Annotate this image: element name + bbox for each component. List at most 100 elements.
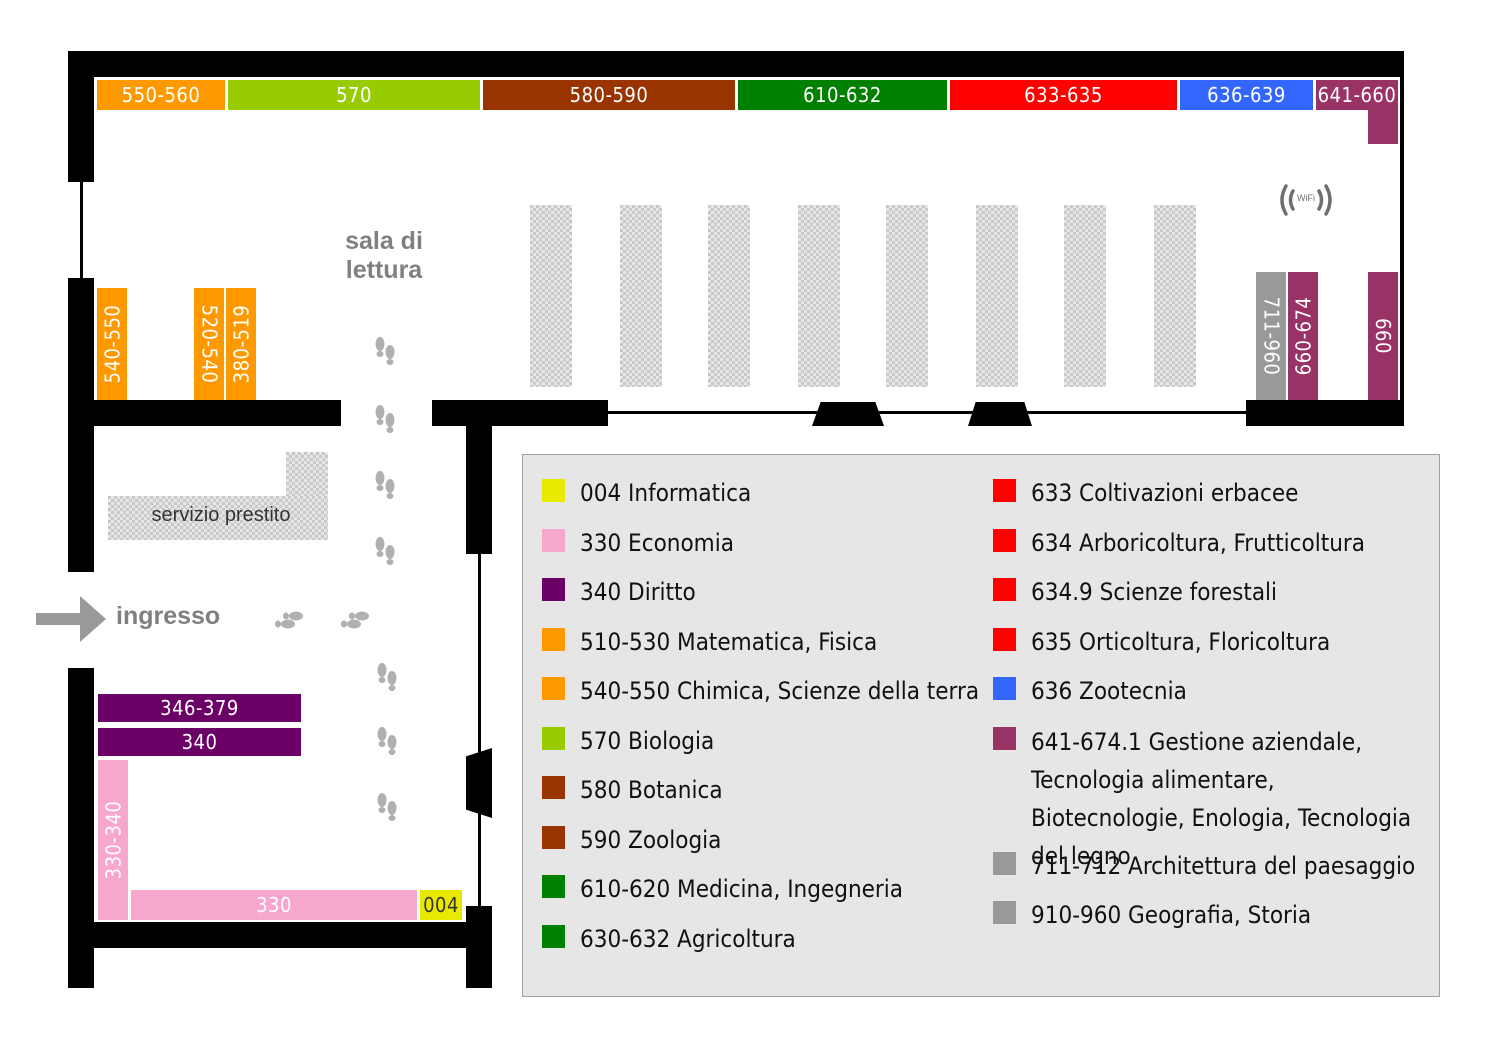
legend-item: 580 Botanica bbox=[542, 772, 723, 809]
legend-label: 634.9 Scienze forestali bbox=[1031, 578, 1278, 606]
legend-swatch bbox=[542, 677, 565, 700]
wall-mid-right bbox=[432, 400, 608, 426]
legend-label: 636 Zootecnia bbox=[1031, 677, 1187, 705]
legend-item: 641-674.1 Gestione aziendale, Tecnologia… bbox=[993, 723, 1426, 875]
reading-table bbox=[1154, 205, 1196, 387]
shelf-380-519[interactable]: 380-519 bbox=[226, 288, 256, 400]
legend-item: 634.9 Scienze forestali bbox=[993, 574, 1277, 611]
legend-label: 634 Arboricoltura, Frutticoltura bbox=[1031, 529, 1366, 557]
shelf-580-590[interactable]: 580-590 bbox=[483, 80, 735, 110]
legend-label: 570 Biologia bbox=[580, 727, 715, 755]
legend-swatch bbox=[993, 628, 1016, 651]
shelf-711-960-label: 711-960 bbox=[1259, 296, 1284, 376]
wall-mid-left bbox=[68, 400, 341, 426]
wall-bottom bbox=[68, 922, 492, 948]
shelf-540-550[interactable]: 540-550 bbox=[97, 288, 127, 400]
entrance-arrow-icon bbox=[36, 596, 106, 642]
legend-label: 590 Zoologia bbox=[580, 826, 722, 854]
wall-mid-end bbox=[1246, 400, 1404, 426]
reading-table bbox=[620, 205, 662, 387]
entrance-label: ingresso bbox=[116, 602, 221, 630]
legend-item: 610-620 Medicina, Ingegneria bbox=[542, 871, 903, 908]
shelf-660-label: 660 bbox=[1371, 318, 1395, 354]
legend-item: 510-530 Matematica, Fisica bbox=[542, 624, 877, 661]
wall-column-1 bbox=[812, 402, 884, 426]
legend-item: 910-960 Geografia, Storia bbox=[993, 897, 1311, 934]
legend-label: 630-632 Agricoltura bbox=[580, 925, 796, 953]
shelf-660-674[interactable]: 660-674 bbox=[1288, 272, 1318, 400]
legend-item: 635 Orticoltura, Floricoltura bbox=[993, 624, 1330, 661]
wifi-icon: WiFi bbox=[1276, 180, 1336, 220]
legend-label: 510-530 Matematica, Fisica bbox=[580, 628, 878, 656]
reading-table bbox=[530, 205, 572, 387]
legend-item: 340 Diritto bbox=[542, 574, 696, 611]
shelf-330-340-label: 330-340 bbox=[101, 800, 126, 880]
legend-item: 330 Economia bbox=[542, 525, 734, 562]
legend-label: 580 Botanica bbox=[580, 776, 723, 804]
loan-service-desk[interactable] bbox=[108, 496, 328, 540]
legend-item: 630-632 Agricoltura bbox=[542, 921, 796, 958]
legend-swatch bbox=[993, 901, 1016, 924]
shelf-540-550-label: 540-550 bbox=[100, 304, 125, 384]
legend-label: 330 Economia bbox=[580, 529, 734, 557]
legend-swatch bbox=[542, 628, 565, 651]
shelf-330[interactable]: 330 bbox=[131, 890, 417, 920]
shelf-520-540[interactable]: 520-540 bbox=[194, 288, 224, 400]
reading-table bbox=[886, 205, 928, 387]
wall-top bbox=[68, 51, 1404, 77]
shelf-570[interactable]: 570 bbox=[228, 80, 480, 110]
legend-item: 633 Coltivazioni erbacee bbox=[993, 475, 1298, 512]
reading-table bbox=[798, 205, 840, 387]
reading-room-label: sala di lettura bbox=[345, 227, 423, 284]
shelf-610-632[interactable]: 610-632 bbox=[738, 80, 947, 110]
shelf-550-560[interactable]: 550-560 bbox=[97, 80, 225, 110]
shelf-340[interactable]: 340 bbox=[98, 728, 301, 756]
legend-label: 711-712 Architettura del paesaggio bbox=[1031, 852, 1416, 880]
shelf-641-660[interactable]: 641-660 bbox=[1316, 80, 1398, 110]
wall-inner-vertical bbox=[466, 424, 492, 554]
legend-swatch bbox=[993, 677, 1016, 700]
wall-right-inner bbox=[1400, 51, 1404, 426]
legend-item: 570 Biologia bbox=[542, 723, 714, 760]
legend-label: 633 Coltivazioni erbacee bbox=[1031, 479, 1299, 507]
shelf-711-960[interactable]: 711-960 bbox=[1256, 272, 1286, 400]
legend-swatch bbox=[542, 727, 565, 750]
legend-item: 636 Zootecnia bbox=[993, 673, 1187, 710]
legend-label: 340 Diritto bbox=[580, 578, 696, 606]
legend-swatch bbox=[993, 479, 1016, 502]
shelf-520-540-label: 520-540 bbox=[197, 304, 222, 384]
shelf-004[interactable]: 004 bbox=[420, 890, 462, 920]
shelf-346-379[interactable]: 346-379 bbox=[98, 694, 301, 722]
wall-left-thin bbox=[80, 182, 83, 278]
shelf-633-635[interactable]: 633-635 bbox=[950, 80, 1177, 110]
legend-swatch bbox=[542, 529, 565, 552]
legend-swatch bbox=[542, 479, 565, 502]
legend-swatch bbox=[542, 925, 565, 948]
legend-item: 634 Arboricoltura, Frutticoltura bbox=[993, 525, 1365, 562]
wifi-label: WiFi bbox=[1297, 193, 1315, 203]
shelf-660[interactable]: 660 bbox=[1368, 272, 1398, 400]
shelf-380-519-label: 380-519 bbox=[229, 304, 254, 384]
legend-item: 590 Zoologia bbox=[542, 822, 721, 859]
legend-item: 004 Informatica bbox=[542, 475, 751, 512]
wall-inner-pillar bbox=[466, 748, 492, 818]
reading-table bbox=[976, 205, 1018, 387]
wall-inner-thin bbox=[478, 554, 481, 914]
legend-label: 540-550 Chimica, Scienze della terra bbox=[580, 677, 980, 705]
reading-table bbox=[708, 205, 750, 387]
legend-label: 610-620 Medicina, Ingegneria bbox=[580, 875, 904, 903]
legend-swatch bbox=[993, 727, 1016, 750]
legend-swatch bbox=[993, 852, 1016, 875]
wall-left-top bbox=[68, 51, 94, 182]
legend-swatch bbox=[993, 529, 1016, 552]
legend-swatch bbox=[542, 776, 565, 799]
loan-service-label: servizio prestito bbox=[151, 504, 291, 526]
legend-swatch bbox=[993, 578, 1016, 601]
shelf-641-660-extension bbox=[1368, 110, 1398, 144]
shelf-330-340[interactable]: 330-340 bbox=[98, 760, 128, 920]
shelf-636-639[interactable]: 636-639 bbox=[1180, 80, 1313, 110]
legend-item: 711-712 Architettura del paesaggio bbox=[993, 848, 1415, 885]
legend-label: 910-960 Geografia, Storia bbox=[1031, 901, 1312, 929]
legend-swatch bbox=[542, 875, 565, 898]
legend-panel: 004 Informatica 330 Economia 340 Diritto 51… bbox=[522, 454, 1440, 997]
